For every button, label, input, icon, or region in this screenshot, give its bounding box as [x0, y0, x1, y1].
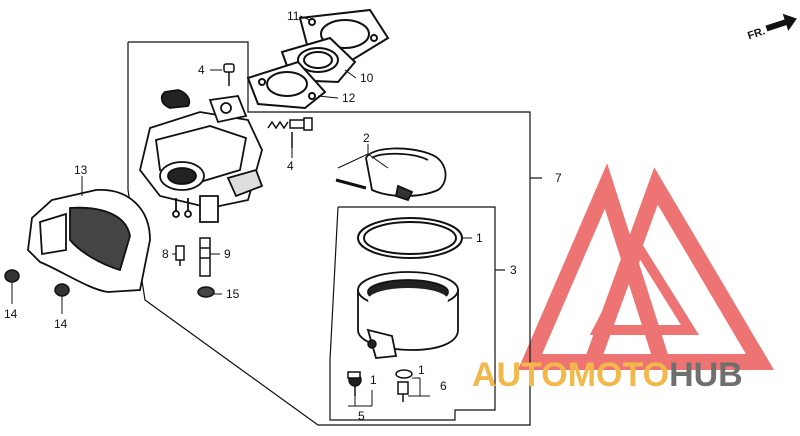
- float-bowl-gasket-1: [357, 217, 463, 259]
- gasket-12: [246, 60, 327, 110]
- watermark-brand-suffix: HUB: [669, 356, 743, 394]
- callout-6: 6: [440, 379, 447, 393]
- callout-2: 2: [363, 131, 370, 145]
- callout-7: 7: [555, 171, 562, 185]
- cover-13: [27, 189, 151, 293]
- watermark-logo: [517, 163, 775, 370]
- callout-8: 8: [162, 247, 169, 261]
- callout-3: 3: [510, 263, 517, 277]
- callout-1: 1: [418, 363, 425, 377]
- float-2: [335, 147, 447, 202]
- assembly-bracket-3: [329, 206, 505, 421]
- nozzle-9: [199, 237, 211, 277]
- drain-screw-5: [347, 339, 377, 396]
- callout-13: 13: [74, 163, 88, 177]
- svg-text:AUTOMOTOHUB: AUTOMOTOHUB: [472, 356, 743, 394]
- watermark-brand-prefix: AUTOMOTO: [472, 356, 669, 394]
- callout-4: 4: [198, 63, 205, 77]
- callout-12: 12: [342, 91, 356, 105]
- callout-5: 5: [358, 409, 365, 423]
- grommet-14-right: [54, 283, 70, 297]
- callout-1: 1: [476, 231, 483, 245]
- grommet-14-left: [4, 269, 20, 283]
- callout-15: 15: [226, 287, 240, 301]
- main-jet-8: [175, 245, 185, 266]
- watermark-brand-text: AUTOMOTOHUB: [472, 356, 743, 394]
- bowl-bolt-6: [395, 369, 413, 402]
- callout-10: 10: [360, 71, 374, 85]
- callout-1: 1: [370, 373, 377, 387]
- callout-14: 14: [4, 307, 18, 321]
- callout-11: 11: [287, 9, 300, 23]
- callout-4: 4: [287, 159, 294, 173]
- pilot-screw-4: [267, 117, 313, 148]
- seal-15: [197, 286, 215, 298]
- callout-14: 14: [54, 317, 68, 331]
- screw-4-top: [223, 63, 235, 86]
- leader-lines: [11, 15, 472, 407]
- front-direction-label: FR.: [746, 25, 767, 42]
- float-chamber: [357, 271, 459, 359]
- callout-9: 9: [224, 247, 231, 261]
- callout-labels: 11 4 10 12 2 4 7 13 8 9 1 3 15 14 14 1 1…: [4, 9, 562, 423]
- front-direction-arrow: FR.: [746, 13, 797, 42]
- carburetor-body: [139, 89, 264, 223]
